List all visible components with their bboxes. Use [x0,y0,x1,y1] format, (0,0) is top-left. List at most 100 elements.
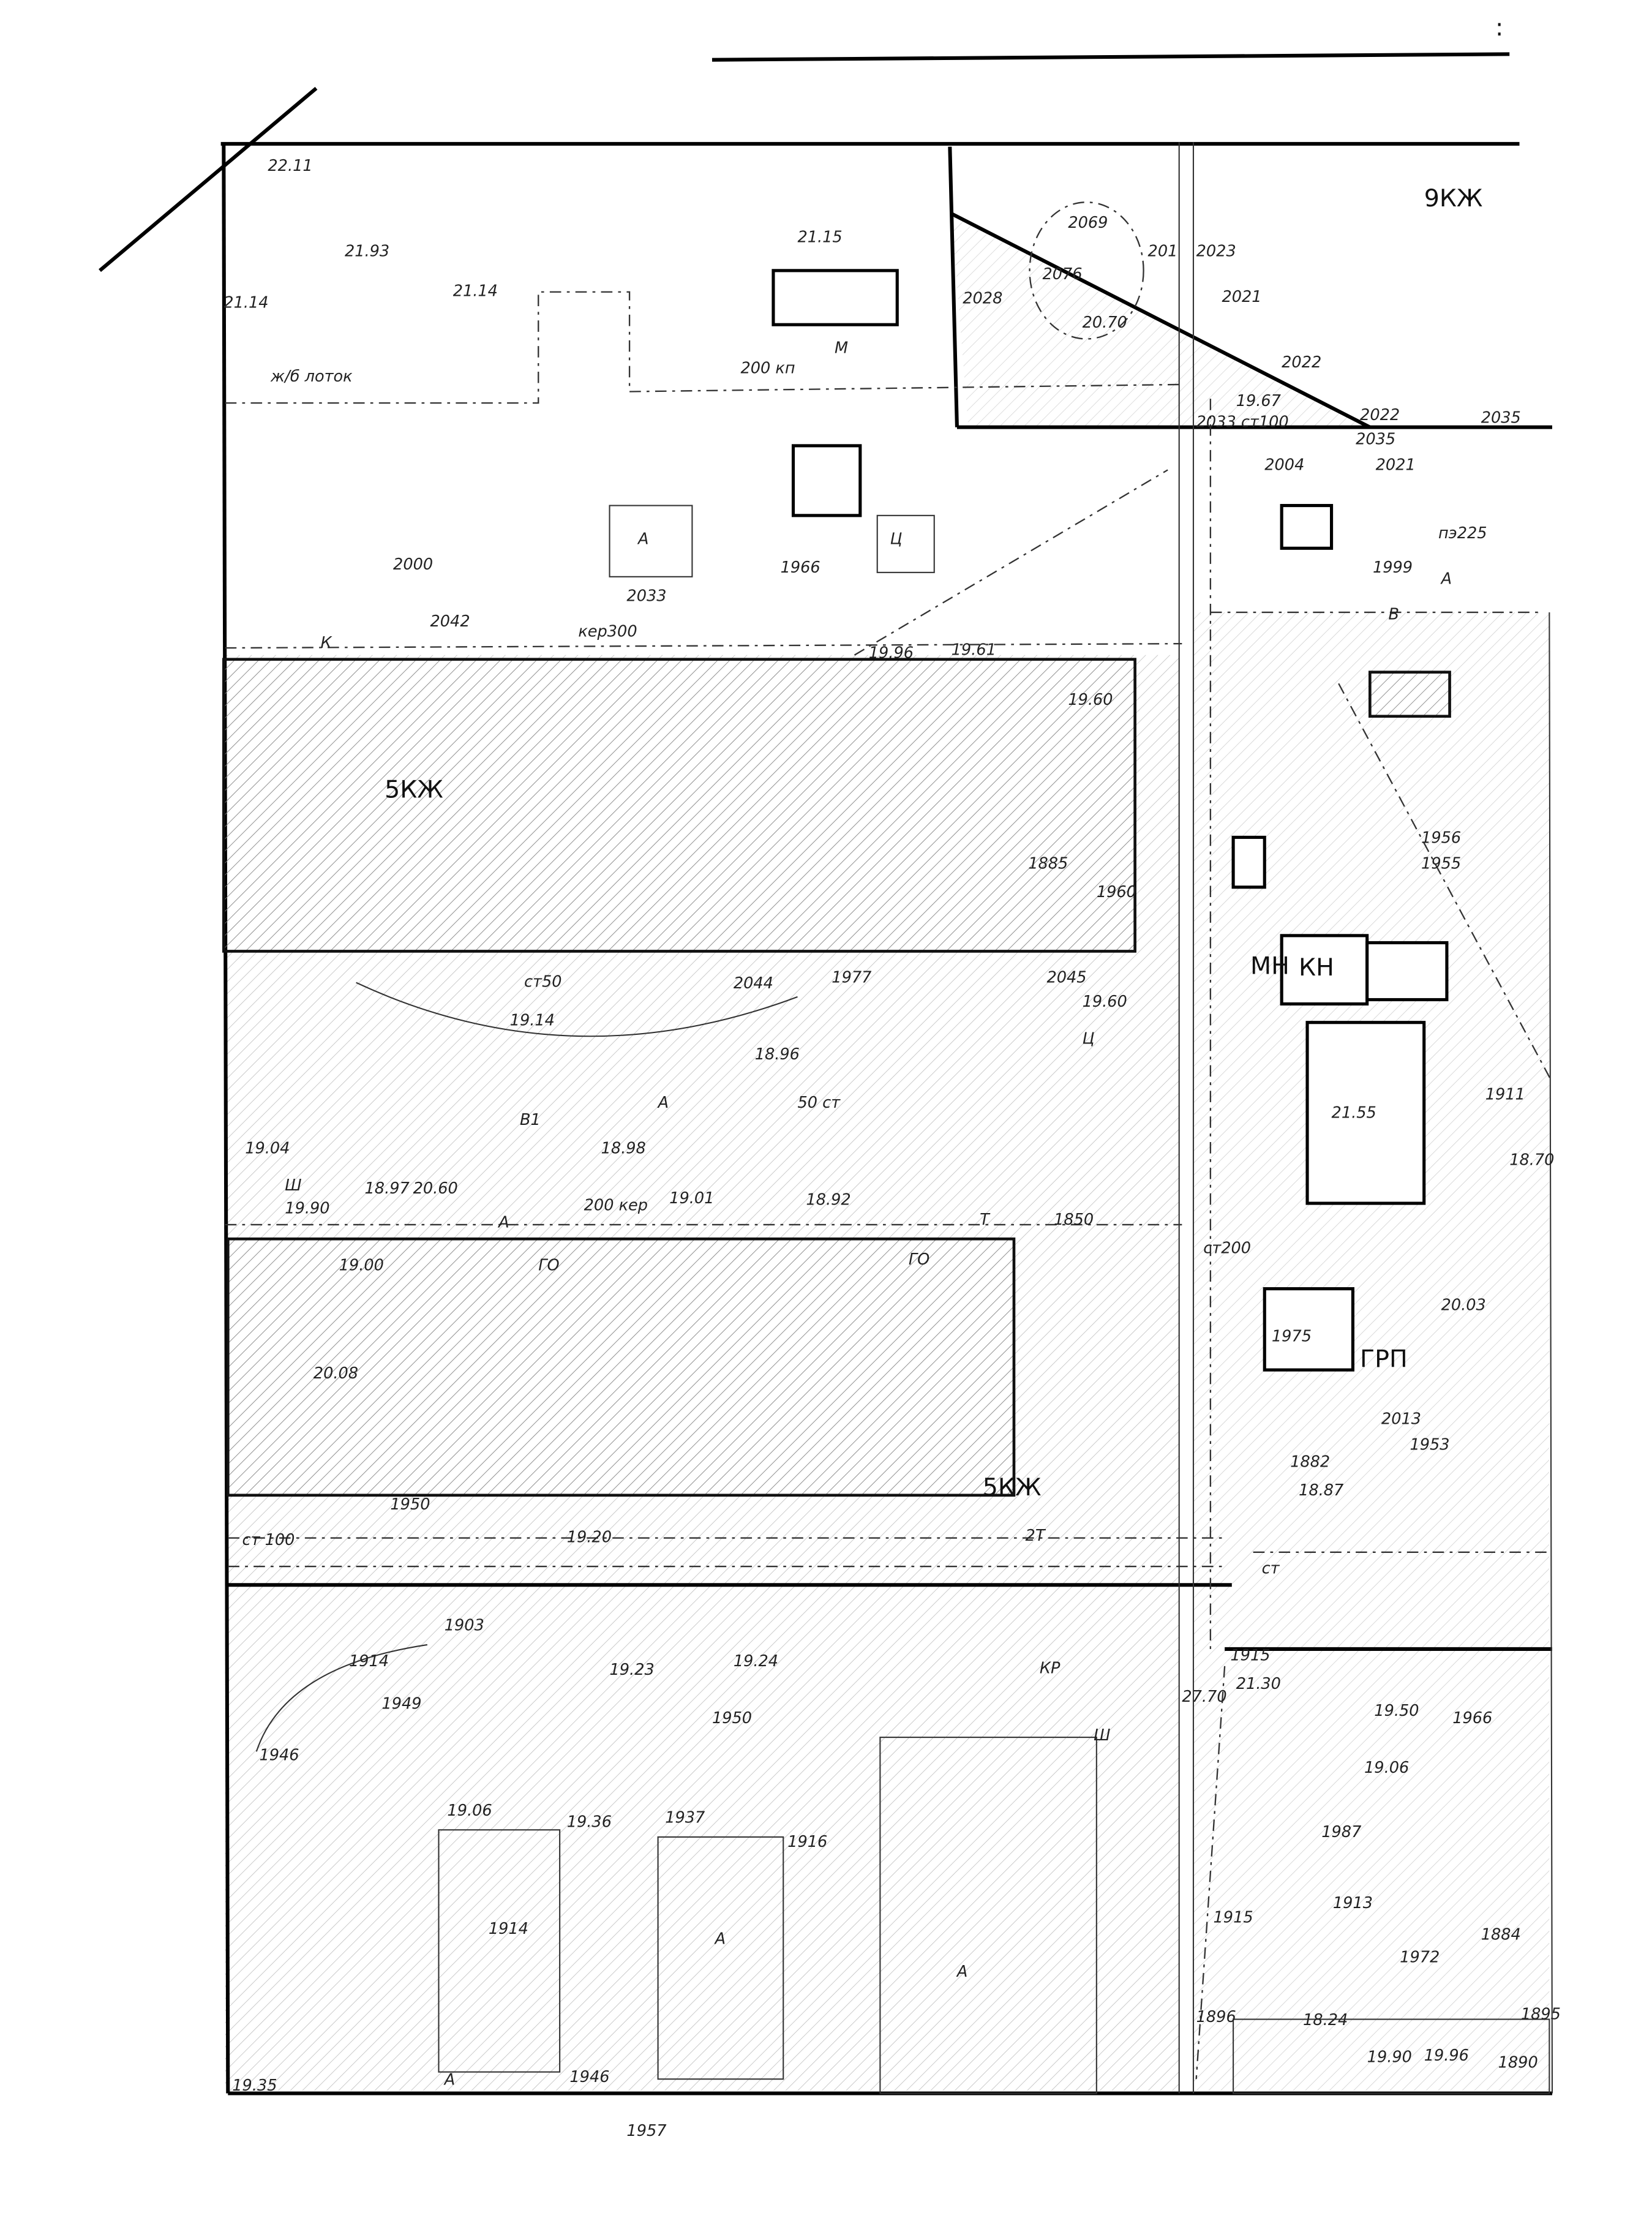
map-label: 19.01 [669,1189,714,1208]
structure-grp [1263,1287,1354,1372]
map-label: 1999 [1373,558,1413,577]
map-label: А [443,2071,456,2089]
map-label: 21.30 [1236,1675,1281,1693]
map-label: ГРП [1360,1345,1408,1373]
map-label: кер300 [578,622,637,641]
map-label: А [1440,569,1452,588]
map-label: 2000 [393,555,433,574]
map-label: 1903 [445,1617,484,1635]
map-label: 21.55 [1332,1104,1376,1122]
map-label: 21.93 [345,242,389,261]
map-label: 18.70 [1509,1151,1554,1169]
map-label: 1916 [787,1833,827,1851]
map-label: А [637,530,649,548]
structure-kn [1305,1021,1426,1205]
map-label: ст200 [1203,1239,1251,1257]
map-label: 1914 [349,1652,389,1671]
map-label: 2022 [1282,353,1321,372]
map-label: 2033 [626,587,666,605]
map-label: К [320,634,332,652]
map-label: 1950 [712,1709,752,1727]
map-label: 2033 ст100 [1196,413,1289,432]
map-label: 1955 [1421,855,1461,873]
map-label: 21.14 [453,282,498,301]
map-label: 2021 [1376,456,1416,474]
map-label: 1950 [390,1495,430,1514]
map-label: ст [1262,1560,1280,1578]
map-label: 20.08 [314,1364,358,1383]
map-label: 22.11 [268,157,312,175]
map-label: 9КЖ [1424,184,1483,212]
map-label: 19.61 [952,641,996,660]
map-label: 1946 [569,2068,609,2086]
map-label: 1956 [1421,829,1461,848]
map-label: КР [1040,1659,1061,1677]
map-label: 19.23 [610,1661,655,1679]
map-label: 20.03 [1441,1296,1486,1314]
map-label: А [657,1094,669,1112]
map-label: ст50 [524,973,562,991]
map-label: 1960 [1097,883,1136,901]
map-label: 1953 [1410,1435,1449,1454]
map-label: ГО [909,1250,929,1269]
map-label: 2004 [1264,456,1304,474]
map-label: КН [1299,953,1334,982]
map-label: 1975 [1272,1328,1312,1346]
map-label: 2022 [1360,406,1400,424]
map-label: 19.06 [447,1802,492,1820]
map-label: М [835,339,848,358]
map-label: 200 кер [584,1197,648,1215]
map-label: 1915 [1214,1908,1253,1926]
map-label: 1937 [665,1809,705,1827]
area-a-1 [438,1829,561,2073]
map-label: В1 [520,1111,541,1129]
map-label: 5КЖ [385,775,443,803]
map-label: 19.24 [734,1652,778,1671]
area-a-3 [879,1737,1097,2094]
map-label: 2028 [963,289,1002,307]
map-label: А [714,1930,726,1948]
map-label: 21.15 [797,228,842,246]
map-label: 21.14 [223,293,268,312]
map-label: 1966 [781,558,820,577]
map-label: ГО [538,1256,559,1274]
map-label: 1850 [1054,1211,1094,1229]
buildings [222,269,1550,2094]
map-label: 1884 [1481,1925,1521,1944]
map-label: 2035 [1356,430,1395,449]
map-label: 50 ст [797,1094,841,1112]
map-label: пэ225 [1438,524,1487,543]
map-label: Т [980,1211,991,1229]
map-label: 2T [1026,1527,1046,1545]
map-label: 2044 [734,974,773,993]
building-5kzh-lower [226,1237,1016,1497]
map-label: 19.67 [1236,392,1282,410]
map-label: 1890 [1498,2054,1538,2072]
map-label: МН [1250,952,1290,980]
map-label: 1949 [381,1695,421,1713]
map-label: 19.96 [1424,2046,1469,2065]
map-label: 19.06 [1364,1759,1409,1777]
map-label: 2023 [1196,242,1236,261]
map-label: 19.90 [285,1199,329,1217]
map-label: А [956,1963,968,1981]
map-label: 1972 [1400,1949,1440,1967]
map-label: 201 [1148,242,1178,261]
map-label: 1885 [1028,855,1068,873]
map-label: 2035 [1481,409,1521,427]
map-label: 1987 [1321,1823,1362,1841]
map-label: 19.04 [245,1140,290,1158]
map-label: Ш [285,1176,301,1195]
map-label: 19.35 [232,2077,277,2095]
map-label: 19.96 [869,644,914,662]
hatched-structure [1369,671,1451,718]
map-label: 2069 [1068,214,1108,232]
map-label: 1946 [259,1746,299,1764]
map-label: 19.90 [1367,2048,1412,2066]
map-label: 1911 [1485,1085,1525,1103]
map-label: 1966 [1452,1709,1492,1727]
map-label: 19.36 [567,1813,612,1832]
map-label: 18.97 [365,1179,410,1198]
map-label: 2042 [430,612,470,631]
